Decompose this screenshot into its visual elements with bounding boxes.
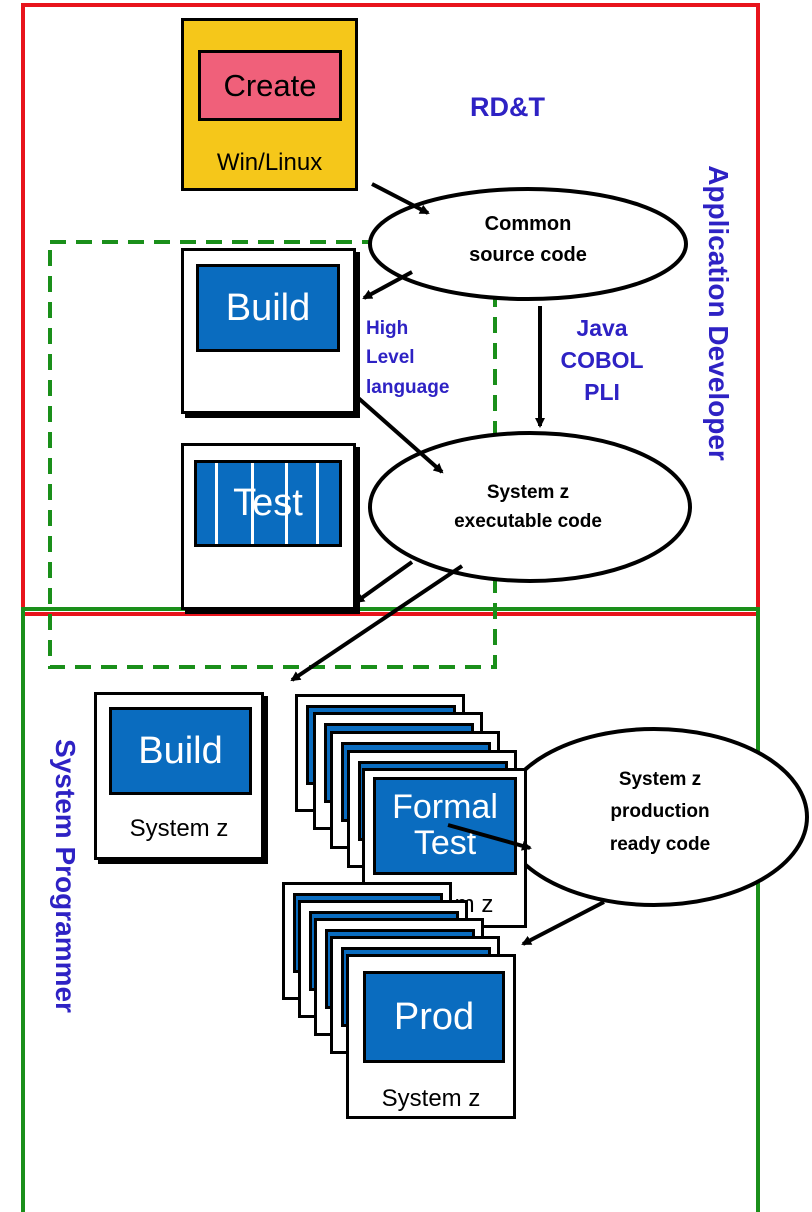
common-source-text: Common source code [418, 209, 638, 271]
production-ready-text: System z production ready code [560, 764, 760, 861]
production-ready-line1: System z [618, 769, 702, 790]
arrow-build-to-executable [354, 394, 444, 474]
languages-label: Java COBOL PLI [552, 312, 652, 409]
hll-line1: High [366, 318, 409, 339]
create-panel: Create Win/Linux [181, 18, 358, 191]
language-pli: PLI [584, 379, 620, 406]
dev-test-screen: Test [194, 460, 342, 547]
prod-screen: Prod [363, 971, 505, 1063]
dev-build-label: Build [225, 286, 311, 329]
dev-test-label: Test [233, 482, 303, 524]
common-source-oval [368, 187, 688, 301]
dev-test-monitor: Test [181, 443, 356, 610]
system-programmer-frame [21, 607, 760, 1212]
executable-code-oval [368, 431, 692, 583]
arrow-executable-to-system-build [290, 564, 464, 682]
create-platform-label: Win/Linux [216, 149, 323, 176]
dev-build-monitor: Build [181, 248, 356, 414]
common-source-line2: source code [469, 244, 587, 266]
executable-line1: System z [486, 482, 570, 503]
language-cobol: COBOL [560, 347, 644, 374]
prod-label: Prod [393, 995, 475, 1038]
dev-build-screen: Build [196, 264, 340, 352]
system-build-monitor: Build System z [94, 692, 264, 860]
arrow-executable-to-test [354, 560, 414, 604]
formal-test-line1: Formal [392, 788, 498, 827]
arrow-source-to-build [362, 270, 413, 300]
high-level-language-label: High Level language [366, 314, 449, 402]
test-stripe [251, 463, 254, 544]
arrow-production-to-prod [521, 900, 605, 946]
production-ready-line3: ready code [609, 833, 711, 855]
rdt-label: RD&T [470, 92, 545, 122]
create-screen: Create [198, 50, 342, 121]
common-source-line1: Common [484, 213, 572, 235]
hll-line2: Level [366, 347, 415, 369]
prod-monitor: Prod System z [346, 954, 516, 1119]
prod-platform: System z [381, 1085, 481, 1112]
system-build-label: Build [138, 729, 223, 772]
test-stripe [285, 463, 288, 544]
language-java: Java [576, 315, 628, 341]
create-label: Create [223, 67, 317, 103]
executable-line2: executable code [454, 511, 602, 533]
arrow-create-to-source [371, 182, 430, 215]
executable-code-text: System z executable code [418, 478, 638, 537]
test-stripe [316, 463, 319, 544]
arrow-formal-test-to-production [447, 823, 532, 851]
test-stripe [215, 463, 218, 544]
hll-line3: language [366, 376, 450, 398]
system-build-screen: Build [109, 707, 252, 795]
production-ready-line2: production [610, 801, 710, 823]
system-build-platform: System z [129, 815, 229, 842]
